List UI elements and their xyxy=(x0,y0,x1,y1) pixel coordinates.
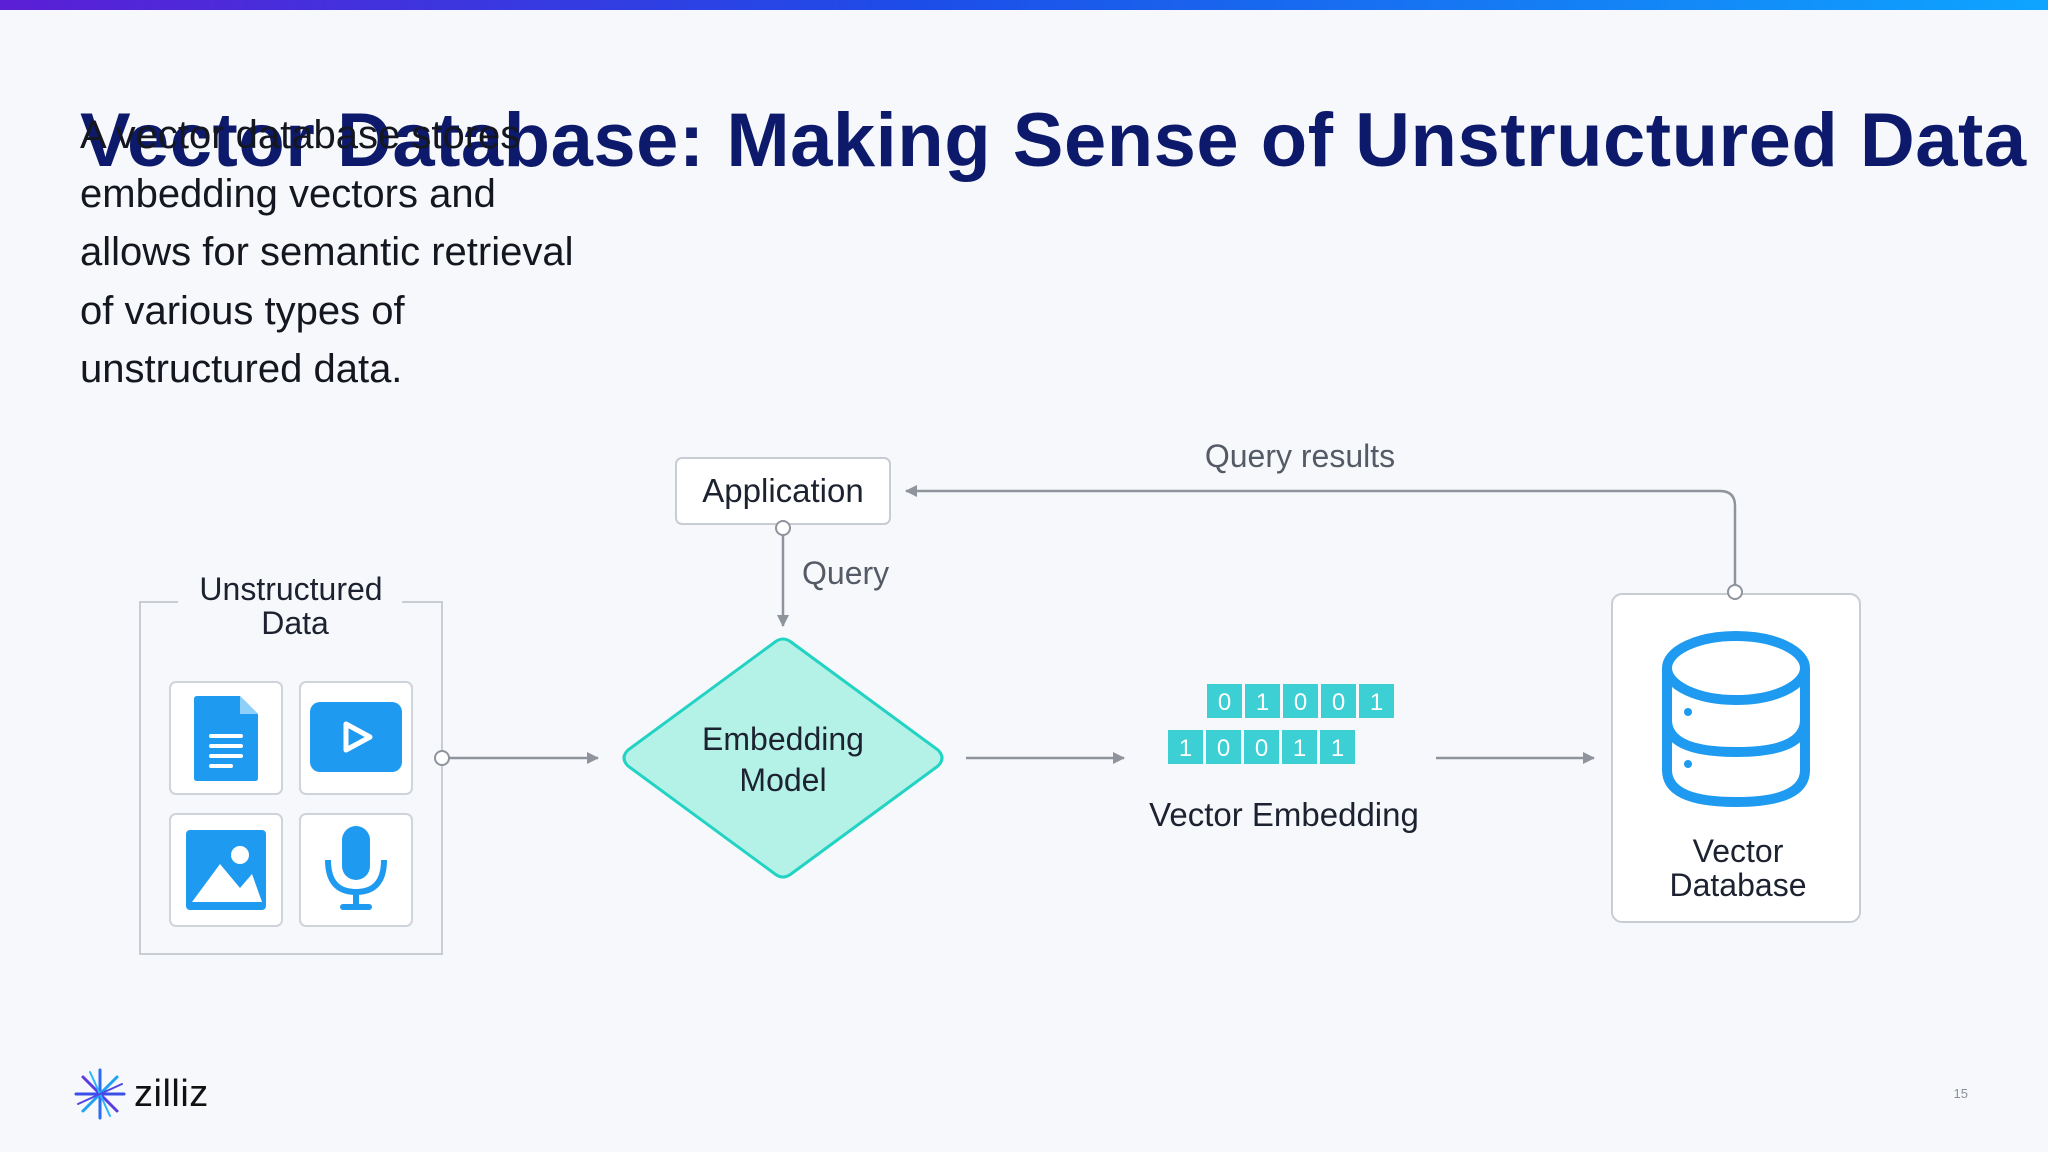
bit-value: 1 xyxy=(1370,689,1383,716)
query-label: Query xyxy=(802,555,889,591)
query-results-label: Query results xyxy=(1205,438,1395,474)
logo-text: zilliz xyxy=(134,1072,209,1115)
page-title: Vector Database: Making Sense of Unstruc… xyxy=(80,98,2027,183)
page-number: 15 xyxy=(1953,1086,1968,1101)
vector-database-node: Vector Database xyxy=(1611,593,1861,923)
unstructured-data-group: Unstructured Data xyxy=(139,570,443,955)
bit-value: 1 xyxy=(1179,735,1192,762)
bit-value: 0 xyxy=(1255,735,1268,762)
embedding-model-label-line2: Model xyxy=(739,762,826,798)
bit-value: 1 xyxy=(1293,735,1306,762)
vector-database-label-line1: Vector xyxy=(1693,833,1784,869)
application-node: Application xyxy=(675,457,891,525)
bit-value: 1 xyxy=(1256,689,1269,716)
bit-value: 1 xyxy=(1331,735,1344,762)
bit-cell xyxy=(1321,684,1356,718)
description-text: A vector database stores embedding vecto… xyxy=(80,113,574,391)
bit-cell xyxy=(1206,730,1241,764)
microphone-icon xyxy=(325,826,387,910)
zilliz-logo: zilliz xyxy=(72,1066,209,1122)
arrow-query-results xyxy=(905,485,1737,585)
bit-value: 0 xyxy=(1217,735,1230,762)
bit-cell xyxy=(1283,684,1318,718)
document-icon xyxy=(194,696,258,781)
bit-cell xyxy=(1282,730,1317,764)
bit-cell xyxy=(1245,684,1280,718)
bit-value: 0 xyxy=(1294,689,1307,716)
bit-cell xyxy=(1207,684,1242,718)
embedding-model-label-line1: Embedding xyxy=(702,721,864,757)
bit-cell xyxy=(1168,730,1203,764)
bit-value: 0 xyxy=(1218,689,1231,716)
bit-cell xyxy=(1320,730,1355,764)
vector-database-label-line2: Database xyxy=(1670,867,1807,903)
unstructured-data-label-line1: Unstructured xyxy=(199,571,382,607)
top-gradient-bar xyxy=(0,0,2048,10)
unstructured-data-label-line2: Data xyxy=(261,605,329,641)
bit-cell xyxy=(1359,684,1394,718)
bit-value: 0 xyxy=(1332,689,1345,716)
video-play-icon xyxy=(310,702,402,772)
embedding-model-diamond xyxy=(622,637,944,879)
embedding-model-node: Embedding Model xyxy=(622,637,944,879)
vector-embedding-label: Vector Embedding xyxy=(1149,796,1419,833)
image-icon xyxy=(186,830,266,910)
bit-cell xyxy=(1244,730,1279,764)
database-icon xyxy=(1662,631,1810,808)
zilliz-star-icon xyxy=(74,1068,126,1120)
application-label: Application xyxy=(702,472,863,509)
